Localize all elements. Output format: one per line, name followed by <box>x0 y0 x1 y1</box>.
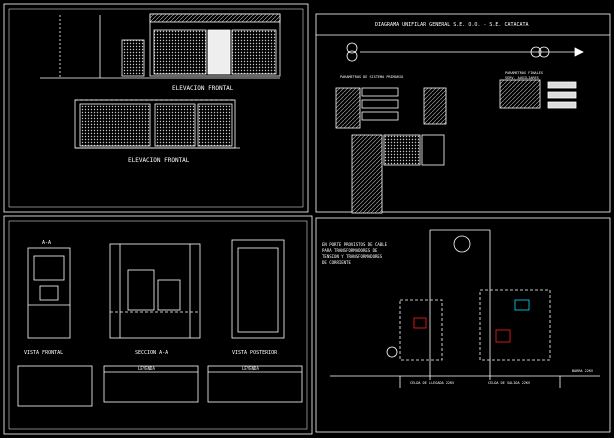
system-parameters-label: PARAMETROS DE SISTEMA PRIMARIO <box>340 75 403 79</box>
legend-title-2: LEYENDA <box>242 366 259 371</box>
outgoing-cell-label: CELDA DE SALIDA 22KV <box>488 381 531 385</box>
sheet-control-schematic <box>315 217 611 433</box>
note-line: DE CORRIENTE <box>322 260 351 265</box>
view-section-label: SECCION A-A <box>135 350 168 356</box>
note-line: PARA TRANSFORMADORES DE <box>322 248 378 253</box>
view-rear-label: VISTA POSTERIOR <box>232 350 278 356</box>
bus-label: BARRA 22KV <box>572 369 594 373</box>
section-tag: A-A <box>42 240 51 246</box>
incoming-cell-label: CELDA DE LLEGADA 22KV <box>410 381 455 385</box>
schematic-notes: EN PORTE PROVISTOS DE CABLE PARA TRANSFO… <box>322 242 388 265</box>
sheet-elevations <box>3 3 309 213</box>
final-parameters-label: PARAMETROS FINALES <box>505 71 543 75</box>
elevation-label-upper: ELEVACION FRONTAL <box>172 85 234 92</box>
note-line: TENSION Y TRANSFORMADORES <box>322 254 383 259</box>
sheet-cell-views <box>3 215 313 435</box>
view-front-label: VISTA FRONTAL <box>24 350 63 356</box>
sheet-single-line <box>315 13 611 214</box>
elevation-label-lower: ELEVACION FRONTAL <box>128 157 190 164</box>
note-line: EN PORTE PROVISTOS DE CABLE <box>322 242 388 247</box>
single-line-title: DIAGRAMA UNIFILAR GENERAL S.E. O.O. - S.… <box>375 22 529 28</box>
legend-title-1: LEYENDA <box>138 366 155 371</box>
aux-services-label: SERV. AUXILIARES <box>505 76 539 80</box>
